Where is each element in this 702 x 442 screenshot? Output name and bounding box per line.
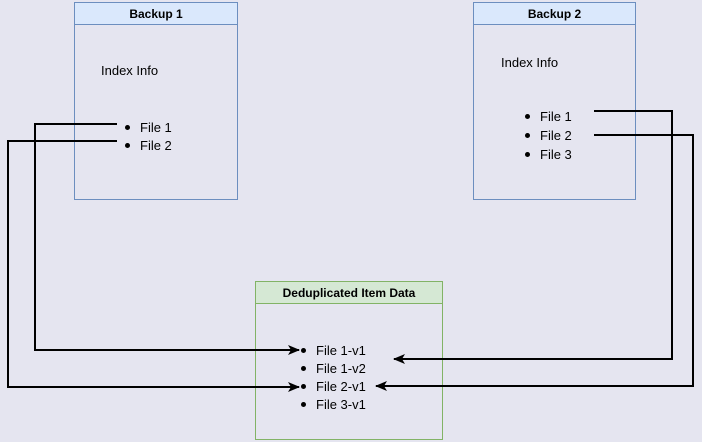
backup1-file-list: File 1 File 2	[125, 118, 172, 154]
dedup-box: Deduplicated Item Data File 1-v1 File 1-…	[255, 281, 443, 440]
item-label: File 2-v1	[316, 378, 366, 394]
item-label: File 1-v1	[316, 342, 366, 358]
bullet-icon	[525, 133, 530, 138]
file-label: File 1	[540, 109, 572, 124]
bullet-icon	[301, 347, 306, 353]
list-item: File 2-v1	[301, 377, 366, 395]
bullet-icon	[125, 142, 130, 148]
bullet-icon	[301, 365, 306, 371]
bullet-icon	[525, 114, 530, 119]
item-label: File 3-v1	[316, 396, 366, 412]
backup2-file-list: File 1 File 2 File 3	[525, 107, 572, 164]
bullet-icon	[525, 152, 530, 157]
dedup-title: Deduplicated Item Data	[282, 286, 416, 300]
list-item: File 1	[525, 107, 572, 126]
backup2-box: Backup 2 Index Info File 1 File 2 File 3	[473, 2, 636, 200]
bullet-icon	[301, 383, 306, 389]
list-item: File 2	[525, 126, 572, 145]
list-item: File 1-v1	[301, 341, 366, 359]
list-item: File 1-v2	[301, 359, 366, 377]
list-item: File 2	[125, 136, 172, 154]
file-label: File 2	[540, 128, 572, 143]
list-item: File 3	[525, 145, 572, 164]
list-item: File 3-v1	[301, 395, 366, 413]
backup1-index-info-label: Index Info	[101, 63, 159, 78]
backup1-header: Backup 1	[75, 3, 237, 25]
file-label: File 2	[140, 137, 172, 153]
backup2-title: Backup 2	[527, 7, 582, 21]
backup1-box: Backup 1 Index Info File 1 File 2	[74, 2, 238, 200]
list-item: File 1	[125, 118, 172, 136]
bullet-icon	[125, 124, 130, 130]
backup2-index-info-label: Index Info	[501, 55, 559, 70]
dedup-header: Deduplicated Item Data	[256, 282, 442, 304]
file-label: File 3	[540, 147, 572, 162]
file-label: File 1	[140, 119, 172, 135]
bullet-icon	[301, 401, 306, 407]
backup2-header: Backup 2	[474, 3, 635, 25]
item-label: File 1-v2	[316, 360, 366, 376]
backup1-title: Backup 1	[129, 7, 183, 21]
dedup-item-list: File 1-v1 File 1-v2 File 2-v1 File 3-v1	[301, 341, 366, 413]
